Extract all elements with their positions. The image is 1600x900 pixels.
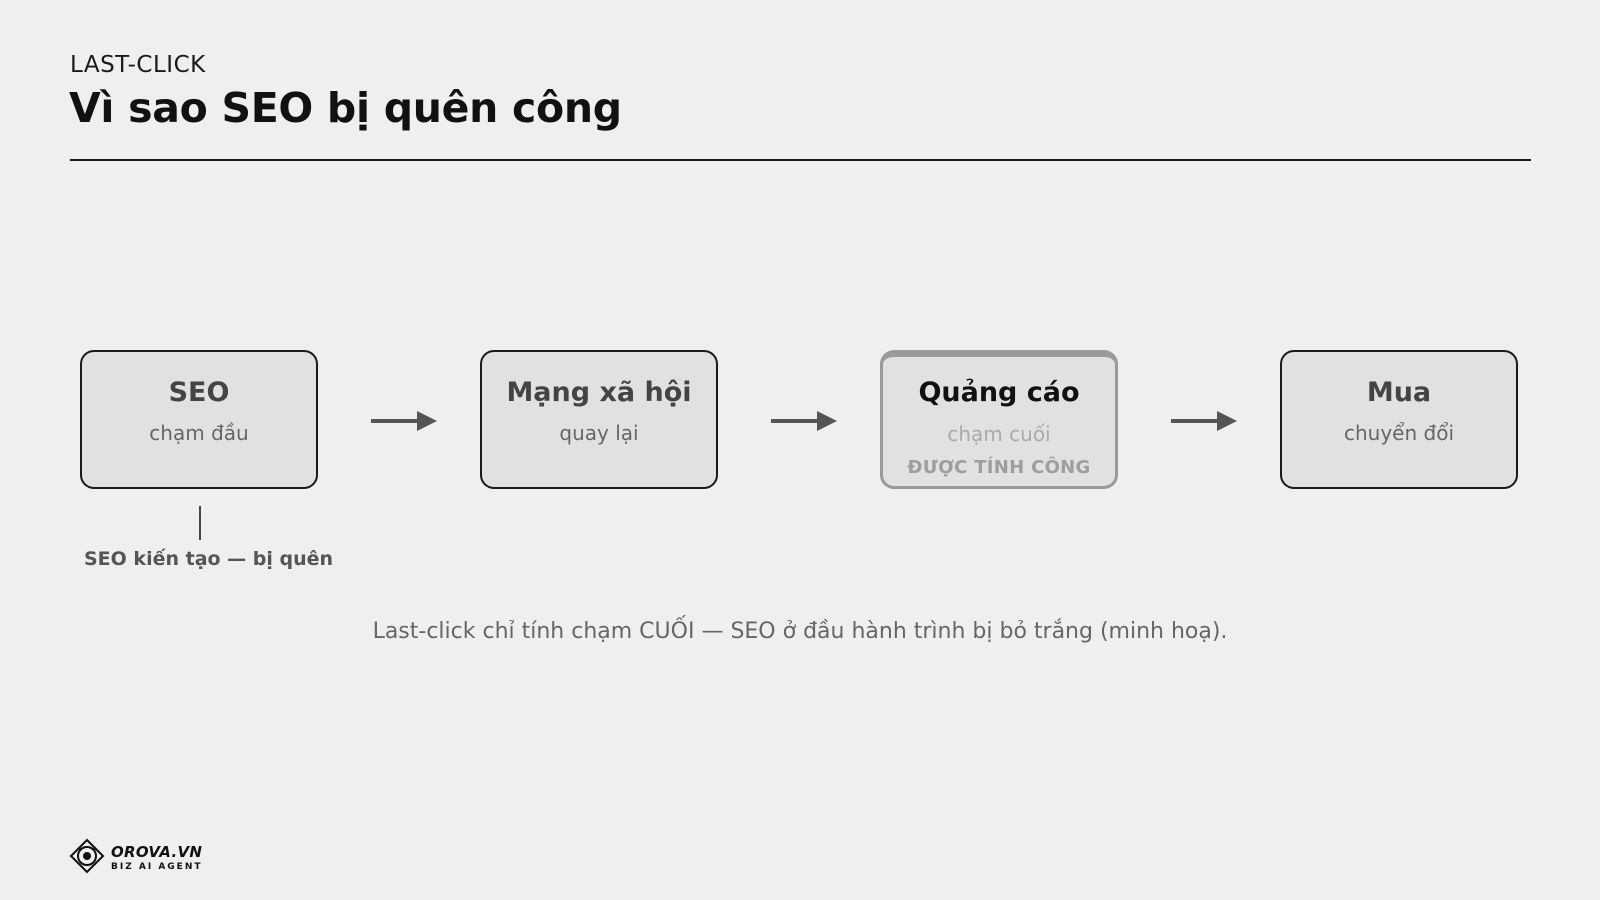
title-divider [70,159,1531,161]
logo-wordmark: OROVA.VN [111,843,203,861]
node-title: Mạng xã hội [506,377,692,408]
node-subtitle: chạm đầu [149,421,249,445]
journey-node-seo: SEO chạm đầu [80,350,318,489]
diagram-caption: Last-click chỉ tính chạm CUỐI — SEO ở đầ… [372,619,1228,644]
journey-node-ads: Quảng cáo chạm cuối ĐƯỢC TÍNH CÔNG [880,350,1118,489]
node-subtitle: chuyển đổi [1343,421,1454,445]
seo-note-connector [199,506,201,540]
node-title: Quảng cáo [918,377,1080,408]
node-title: Mua [1366,377,1432,408]
page-title: Vì sao SEO bị quên công [69,84,622,132]
logo-tagline: BIZ AI AGENT [111,862,203,872]
node-subtitle: chạm cuối [947,422,1051,446]
section-kicker: LAST-CLICK [70,52,206,78]
node-subtitle: quay lại [559,421,639,445]
journey-node-social: Mạng xã hội quay lại [480,350,718,489]
seo-note: SEO kiến tạo — bị quên [84,548,334,570]
arrow-right-icon [371,411,437,431]
arrow-right-icon [771,411,837,431]
credited-label: ĐƯỢC TÍNH CÔNG [907,457,1091,478]
orova-logo-icon [69,838,105,874]
journey-node-purchase: Mua chuyển đổi [1280,350,1518,489]
node-title: SEO [168,377,230,408]
arrow-right-icon [1171,411,1237,431]
